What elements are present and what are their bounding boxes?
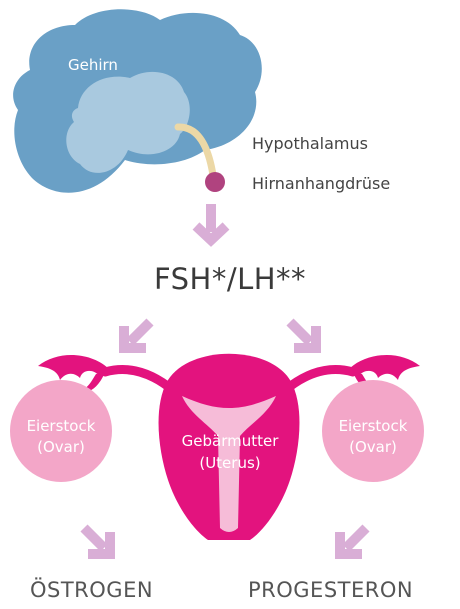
pituitary-label: Hirnanhangdrüse: [252, 174, 390, 193]
ovary-right-label-line1: Eierstock: [322, 416, 424, 437]
ovary-right-label: Eierstock (Ovar): [322, 416, 424, 458]
ovary-left-label-line2: (Ovar): [10, 437, 112, 458]
arrow-down-left-icon: [124, 322, 150, 348]
estrogen-label: ÖSTROGEN: [30, 578, 153, 602]
ovary-left-label-line1: Eierstock: [10, 416, 112, 437]
arrow-down-icon: [196, 204, 226, 240]
uterus-label-line1: Gebärmutter: [160, 430, 300, 452]
hypothalamus-label: Hypothalamus: [252, 134, 368, 153]
uterus-label-line2: (Uterus): [160, 452, 300, 474]
ovary-right-label-line2: (Ovar): [322, 437, 424, 458]
arrow-down-left-icon: [340, 528, 366, 554]
ovary-left-label: Eierstock (Ovar): [10, 416, 112, 458]
pituitary-gland: [205, 172, 225, 192]
progesterone-label: PROGESTERON: [248, 578, 413, 602]
brain-label: Gehirn: [68, 56, 118, 74]
arrow-down-right-icon: [290, 322, 316, 348]
arrow-down-right-icon: [84, 528, 110, 554]
uterus-label: Gebärmutter (Uterus): [160, 430, 300, 474]
hormones-label: FSH*/LH**: [0, 262, 460, 296]
